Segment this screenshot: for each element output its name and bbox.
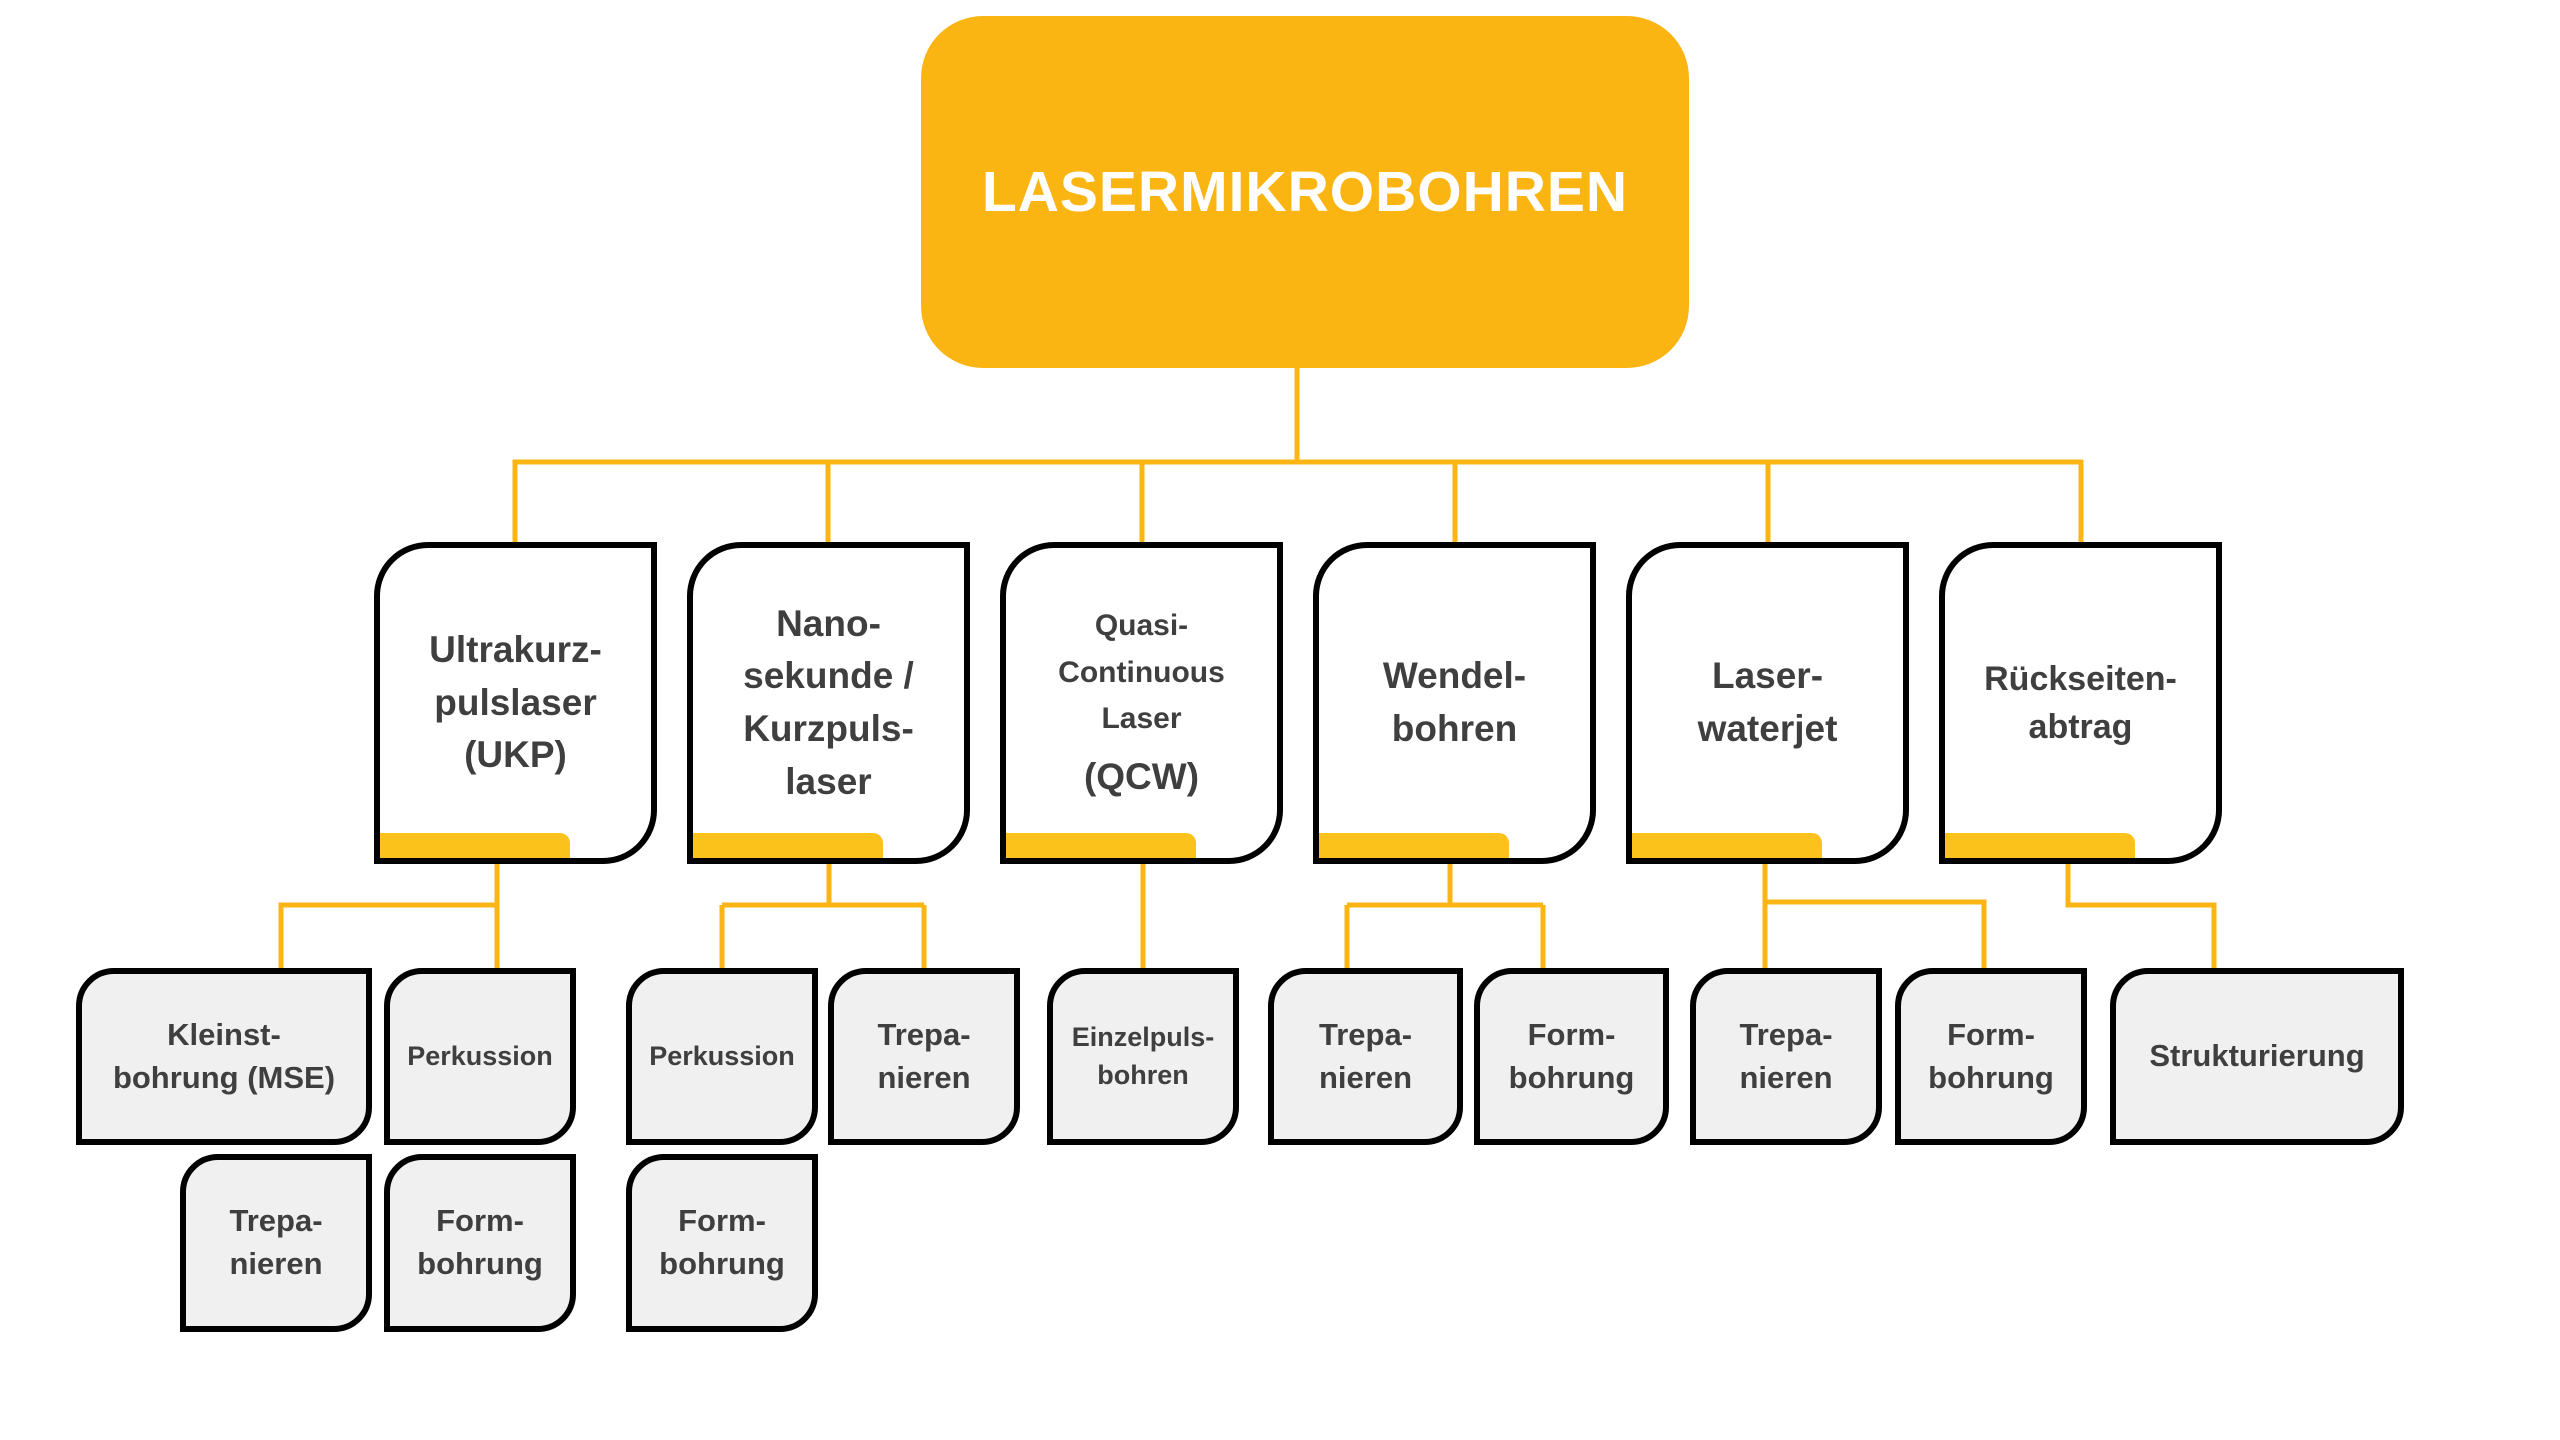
node-rueckseitenabtrag: Rückseiten- abtrag: [1939, 542, 2222, 864]
root-label: LASERMIKROBOHREN: [981, 160, 1629, 224]
node-perkussion-nano: Perkussion: [626, 968, 818, 1145]
node-label: Trepa- nieren: [877, 1016, 971, 1095]
node-label: Kleinst- bohrung (MSE): [112, 1016, 336, 1095]
accent-bar: [1319, 833, 1509, 858]
node-einzelpulsbohren: Einzelpuls- bohren: [1047, 968, 1239, 1145]
connector-path: [278, 366, 2217, 970]
node-formbohrung-laserwaterjet: Form- bohrung: [1895, 968, 2087, 1145]
node-trepanieren-ukp: Trepa- nieren: [180, 1154, 372, 1332]
node-label: Strukturierung: [2149, 1038, 2365, 1074]
node-perkussion-ukp: Perkussion: [384, 968, 576, 1145]
node-label: Nano- sekunde / Kurzpuls- laser: [743, 602, 914, 802]
node-lasermikrobohren: LASERMIKROBOHREN: [921, 16, 1689, 368]
node-label: Form- bohrung: [1508, 1016, 1635, 1095]
node-label: Rückseiten- abtrag: [1984, 659, 2177, 746]
node-label: Form- bohrung: [417, 1203, 543, 1281]
node-label: Form- bohrung: [1928, 1016, 2054, 1095]
node-wendelbohren: Wendel- bohren: [1313, 542, 1596, 864]
node-formbohrung-ukp: Form- bohrung: [384, 1154, 576, 1332]
node-nanosekunde-kurzpulslaser: Nano- sekunde / Kurzpuls- laser: [687, 542, 970, 864]
node-trepanieren-nano: Trepa- nieren: [828, 968, 1020, 1145]
node-kleinstbohrung-mse: Kleinst- bohrung (MSE): [76, 968, 372, 1145]
node-label: Einzelpuls- bohren: [1071, 1022, 1215, 1090]
accent-bar: [1945, 833, 2135, 858]
node-laserwaterjet: Laser- waterjet: [1626, 542, 1909, 864]
node-label: Wendel- bohren: [1382, 655, 1527, 749]
accent-bar: [380, 833, 570, 858]
node-trepanieren-wendel: Trepa- nieren: [1268, 968, 1463, 1145]
accent-bar: [1006, 833, 1196, 858]
accent-bar: [693, 833, 883, 858]
node-label: Laser- waterjet: [1697, 655, 1838, 749]
node-label-bottom: (QCW): [1083, 755, 1200, 797]
node-trepanieren-laserwaterjet: Trepa- nieren: [1690, 968, 1882, 1145]
node-label: Trepa- nieren: [1739, 1016, 1833, 1095]
node-quasi-continuous-laser-qcw: Quasi- Continuous Laser (QCW): [1000, 542, 1283, 864]
node-label: Trepa- nieren: [229, 1203, 323, 1281]
accent-bar: [1632, 833, 1822, 858]
node-ultrakurzpulslaser-ukp: Ultrakurz- pulslaser (UKP): [374, 542, 657, 864]
node-formbohrung-wendel: Form- bohrung: [1474, 968, 1669, 1145]
node-strukturierung: Strukturierung: [2110, 968, 2404, 1145]
node-label-top: Quasi- Continuous Laser: [1058, 609, 1225, 736]
node-label: Ultrakurz- pulslaser (UKP): [429, 629, 602, 776]
node-label: Trepa- nieren: [1318, 1016, 1413, 1095]
node-label: Perkussion: [649, 1040, 795, 1071]
node-label: Form- bohrung: [659, 1203, 785, 1281]
node-formbohrung-nano: Form- bohrung: [626, 1154, 818, 1332]
node-label: Perkussion: [407, 1040, 553, 1071]
